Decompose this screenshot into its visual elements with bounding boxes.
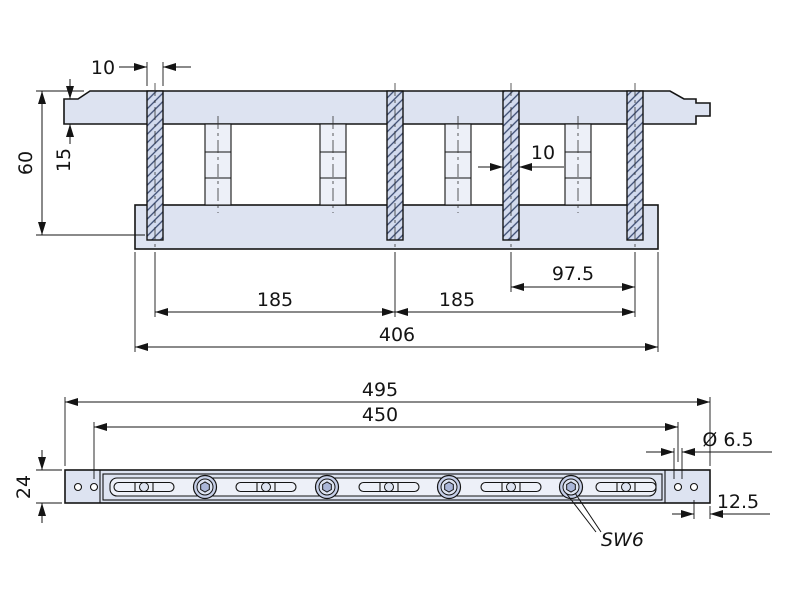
dimension-pitch-left: 185 [154, 252, 396, 317]
dim-label-slat-width-mid: 10 [531, 142, 555, 164]
dimension-base-length: 406 [134, 252, 659, 352]
front-view: 10 60 15 10 97.5 [15, 57, 711, 352]
dimension-slat-width-mid: 10 [478, 142, 564, 171]
hex-socket-screw-2 [314, 474, 340, 500]
slot-link-5 [595, 481, 657, 493]
mount-hole-right-outer [689, 482, 699, 492]
dimension-plate-height: 15 [53, 79, 75, 172]
hex-socket-screw-3 [436, 474, 462, 500]
slot-link-1 [113, 481, 175, 493]
dimension-pitch-right: 185 [395, 289, 635, 316]
plan-view: 495 450 Ø 6.5 24 [13, 379, 772, 551]
callout-hex-socket: SW6 [565, 492, 644, 551]
dim-label-rail-width: 24 [13, 475, 35, 499]
rail-groove-outline [102, 473, 663, 501]
slat-1 [146, 83, 164, 248]
dim-label-overall-height: 60 [15, 151, 37, 175]
post-3 [444, 116, 472, 213]
mount-hole-right-inner [673, 482, 683, 492]
dimension-end-offset: 12.5 [672, 491, 770, 519]
mount-hole-left-inner [89, 482, 99, 492]
mount-hole-left-outer [73, 482, 83, 492]
dim-label-pitch-right: 185 [439, 289, 475, 311]
dim-label-hole-diameter: Ø 6.5 [702, 429, 753, 451]
slat-2 [386, 83, 404, 248]
dim-label-pitch-left: 185 [257, 289, 293, 311]
slot-link-2 [235, 481, 297, 493]
dimension-overall-height: 60 [15, 90, 145, 236]
slot-link-4 [480, 481, 542, 493]
dimension-hole-diameter: Ø 6.5 [646, 429, 772, 479]
dim-label-overall-length: 495 [362, 379, 398, 401]
hex-socket-screw-1 [192, 474, 218, 500]
dim-label-pitch-end: 97.5 [552, 263, 594, 285]
slat-3 [502, 83, 520, 248]
dim-label-hex-socket: SW6 [601, 529, 644, 551]
slot-link-3 [358, 481, 420, 493]
hex-socket-screw-4 [558, 474, 584, 500]
dim-label-end-offset: 12.5 [717, 491, 759, 513]
dimension-overall-length: 495 [64, 379, 711, 466]
slat-4 [626, 83, 644, 248]
dimension-pitch-end: 97.5 [510, 252, 636, 317]
dimension-hole-pitch: 450 [93, 404, 679, 479]
dimension-rail-width: 24 [13, 450, 62, 523]
post-1 [204, 116, 232, 213]
dimension-slat-width-top: 10 [91, 57, 191, 86]
dim-label-base-length: 406 [379, 324, 415, 346]
dim-label-plate-height: 15 [53, 148, 75, 172]
post-4 [564, 116, 592, 213]
dim-label-slat-width-top: 10 [91, 57, 115, 79]
dim-label-hole-pitch: 450 [362, 404, 398, 426]
post-2 [319, 116, 347, 213]
